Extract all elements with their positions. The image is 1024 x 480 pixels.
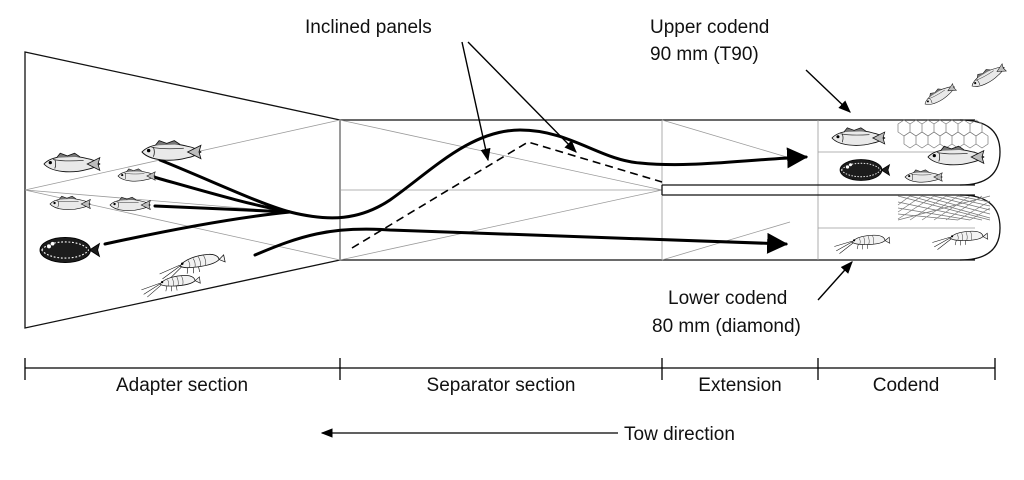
lower-codend-mesh-label: 80 mm (diamond) <box>652 316 801 337</box>
roundfish-icon <box>968 60 1008 91</box>
inclined-panel <box>351 141 663 249</box>
flow-lower <box>253 227 789 257</box>
flow-upper <box>288 128 809 220</box>
roundfish-icon <box>43 152 101 173</box>
shrimp-icon <box>931 229 989 251</box>
shrimp-icon <box>833 233 891 255</box>
adapter-section-net <box>24 51 341 329</box>
codend-divider <box>661 184 975 196</box>
roundfish-icon <box>904 169 943 183</box>
flow-fan-3 <box>153 204 292 214</box>
upper-codend-mesh-label: 90 mm (T90) <box>650 44 759 65</box>
shrimp-icon <box>139 272 202 299</box>
inclined-panels-pointer-2 <box>467 41 577 153</box>
section-label-adapter: Adapter section <box>116 375 248 396</box>
inclined-panels-label: Inclined panels <box>305 17 432 38</box>
roundfish-icon <box>831 127 886 146</box>
flatfish-icon <box>39 236 100 264</box>
t90-mesh-pattern <box>897 119 989 149</box>
roundfish-icon <box>141 140 202 161</box>
inclined-panels-pointer-1 <box>461 41 491 162</box>
section-label-codend: Codend <box>873 375 940 396</box>
roundfish-icon <box>921 80 958 109</box>
tow-direction-label: Tow direction <box>624 424 735 445</box>
upper-codend-pointer <box>805 69 851 113</box>
section-scale: Adapter section Separator section Extens… <box>24 358 996 396</box>
flow-fan-1 <box>148 174 292 214</box>
net-outline <box>24 51 1001 329</box>
lower-codend-pointer <box>817 261 853 301</box>
section-label-separator: Separator section <box>427 375 576 396</box>
flow-fan-2 <box>158 158 292 214</box>
flatfish-icon <box>839 159 890 181</box>
animals <box>39 60 1008 299</box>
section-label-extension: Extension <box>698 375 781 396</box>
roundfish-icon <box>49 195 91 210</box>
lower-codend <box>959 194 1001 261</box>
lower-codend-label: Lower codend <box>668 288 787 309</box>
separator-faint-lines <box>339 119 663 261</box>
roundfish-icon <box>117 168 156 182</box>
upper-codend-label: Upper codend <box>650 17 769 38</box>
flow-paths <box>103 128 809 257</box>
roundfish-icon <box>927 145 985 166</box>
roundfish-icon <box>109 196 151 211</box>
flow-fan-4 <box>103 210 292 246</box>
diamond-mesh-pattern <box>897 195 991 221</box>
